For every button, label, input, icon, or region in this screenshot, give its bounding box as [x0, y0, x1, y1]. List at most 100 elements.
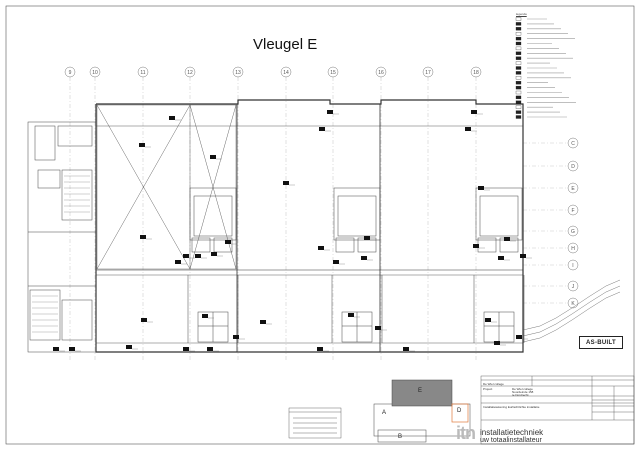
key-plan-wing-e-highlight — [391, 379, 453, 407]
company-name: installatietechniek — [480, 428, 544, 437]
fixture-10 — [283, 181, 295, 186]
title-block-project-line-2: Noordeinde 158 — [512, 390, 534, 394]
legend-row-2 — [515, 22, 554, 26]
fixture-4 — [140, 235, 152, 240]
legend-row-18 — [515, 100, 576, 104]
fixture-21 — [478, 186, 490, 191]
building-outline — [95, 99, 524, 353]
fixture-7 — [195, 254, 207, 259]
fixture-14 — [333, 260, 345, 265]
svg-text:J: J — [572, 284, 575, 290]
svg-text:C: C — [571, 141, 575, 147]
fixture-2 — [139, 143, 151, 148]
fixture-36 — [141, 318, 153, 323]
sheet-border — [5, 5, 635, 445]
title-block-project-label: Project — [483, 387, 493, 391]
grid-column-17: 17 — [422, 66, 434, 360]
legend-row-19 — [515, 105, 553, 109]
fixture-17 — [348, 313, 360, 318]
svg-text:I: I — [572, 263, 573, 269]
legend-row-7 — [515, 46, 559, 51]
company-logo: itn — [456, 423, 476, 443]
legend-row-21 — [515, 115, 567, 119]
grid-row-H: H — [523, 242, 579, 254]
legend-row-14 — [515, 81, 548, 85]
fixture-1 — [169, 116, 181, 121]
grid-column-11: 11 — [137, 66, 149, 360]
classroom-wings — [187, 187, 525, 343]
legend-row-13 — [515, 76, 571, 80]
title-block — [480, 375, 635, 445]
fixture-16 — [364, 236, 376, 241]
svg-text:G: G — [571, 229, 575, 235]
svg-text:18: 18 — [473, 70, 479, 76]
svg-text:K: K — [571, 301, 575, 307]
grid-column-15: 15 — [327, 66, 339, 360]
svg-text:13: 13 — [235, 70, 241, 76]
grid-row-D: D — [523, 160, 579, 172]
legend-row-3 — [515, 27, 561, 31]
fixture-29 — [202, 314, 214, 319]
title-block-description: Installatietekening Eurfachtlichte insta… — [483, 405, 540, 409]
grid-row-C: C — [523, 137, 579, 149]
grid-column-14: 14 — [280, 66, 292, 360]
grid-row-F: F — [523, 204, 579, 216]
grid-column-16: 16 — [375, 66, 387, 360]
fixture-37 — [53, 347, 65, 352]
fixture-34 — [375, 326, 387, 331]
fixture-30 — [207, 347, 219, 352]
legend-row-12 — [515, 71, 564, 75]
legend-row-5 — [515, 36, 575, 41]
title-block-client: De Wiel college — [483, 382, 504, 386]
stair-hatching — [32, 175, 90, 333]
title-block-project-line-3: te Dordrecht — [512, 393, 529, 397]
legend-row-17 — [515, 95, 569, 100]
left-annex — [27, 121, 97, 353]
fixture-25 — [498, 256, 510, 261]
title-block-project-line-1: De Wiel college — [512, 387, 533, 391]
svg-text:E: E — [571, 186, 575, 192]
grid-row-G: G — [523, 225, 579, 237]
legend-row-11 — [515, 66, 557, 70]
svg-text:15: 15 — [330, 70, 336, 76]
key-plan — [373, 379, 471, 443]
fixture-35 — [260, 320, 272, 325]
legend-symbols — [515, 17, 576, 119]
fixture-26 — [485, 318, 497, 323]
fixture-39 — [126, 345, 138, 350]
fixture-13 — [318, 246, 330, 251]
fixture-11 — [319, 127, 331, 132]
legend-row-20 — [515, 110, 560, 114]
legend-row-9 — [515, 56, 573, 60]
key-plan-label-e: E — [418, 388, 423, 394]
wing-block-1 — [187, 187, 239, 343]
legend-row-8 — [515, 51, 566, 55]
svg-text:14: 14 — [283, 70, 289, 76]
emergency-light-fixtures — [53, 110, 532, 352]
fixture-38 — [69, 347, 81, 352]
fixture-8 — [211, 252, 223, 257]
fixture-27 — [494, 341, 506, 346]
fixture-24 — [520, 254, 532, 259]
facade-bottom — [522, 279, 621, 343]
svg-text:16: 16 — [378, 70, 384, 76]
fixture-28 — [516, 335, 528, 340]
fixture-23 — [504, 237, 516, 242]
company-tagline: uw totaalinstallateur — [480, 437, 542, 444]
key-plan-label-b: B — [398, 434, 403, 440]
grid-row-J: J — [523, 280, 579, 292]
fixture-32 — [233, 335, 245, 340]
grid-column-9: 9 — [64, 66, 76, 360]
fixture-19 — [465, 127, 477, 132]
fixture-12 — [327, 110, 339, 115]
fixture-legend-box — [288, 407, 342, 439]
legend-row-6 — [515, 41, 552, 46]
legend-row-1 — [515, 17, 547, 21]
grid-row-K: K — [523, 297, 579, 309]
fixture-33 — [403, 347, 415, 352]
key-plan-wing-d — [451, 403, 469, 423]
grid-column-10: 10 — [89, 66, 101, 360]
svg-text:10: 10 — [92, 70, 98, 76]
